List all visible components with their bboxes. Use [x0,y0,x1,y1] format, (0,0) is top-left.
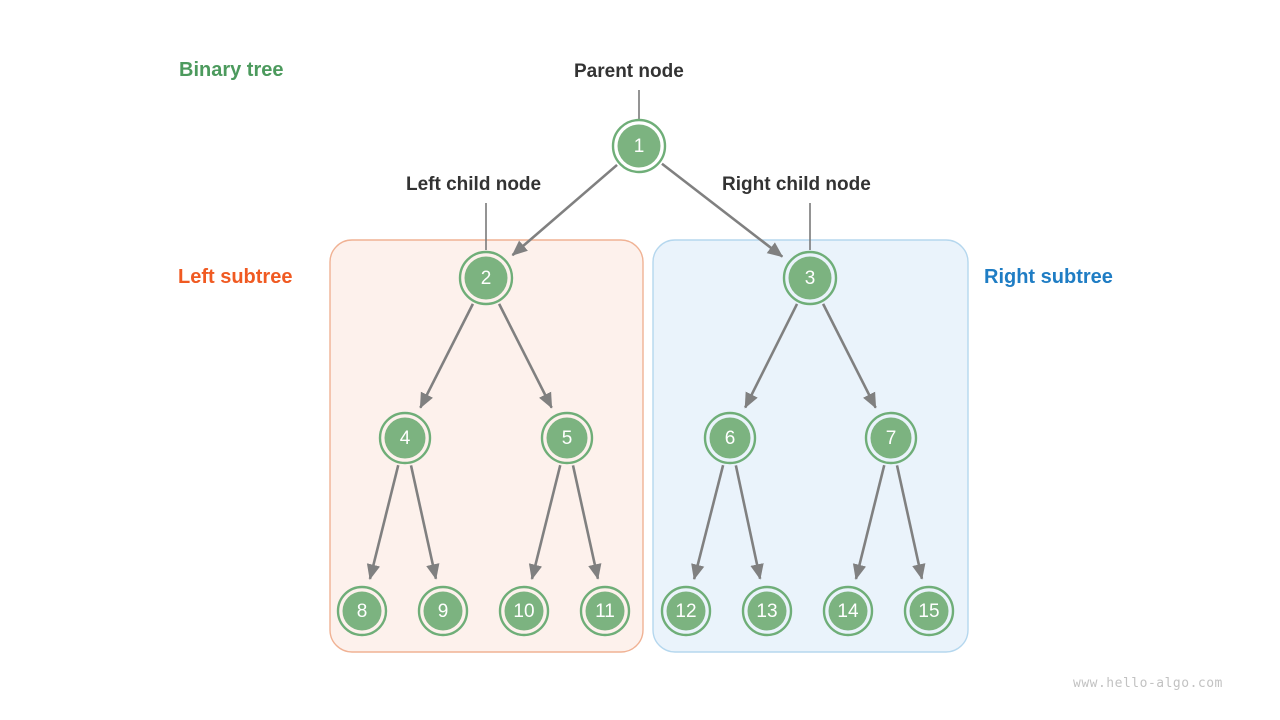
tree-edge-n2-to-n5 [497,303,553,409]
tree-edge-n3-to-n6 [744,303,799,409]
tree-edge-n3-to-n7 [821,303,877,409]
label-parent-node: Parent node [574,61,684,82]
tree-edge-n5-to-n10 [528,464,562,580]
tree-edge-n1-to-n2 [511,163,618,257]
node-outer-ring [822,585,874,637]
node-value-label: 11 [595,601,615,622]
tree-node-14[interactable]: 14 [822,585,874,637]
tree-node-2[interactable]: 2 [458,250,514,306]
watermark: www.hello-algo.com [1073,676,1223,691]
node-outer-ring [579,585,631,637]
tree-node-4[interactable]: 4 [378,411,432,465]
diagram-title: Binary tree [179,59,284,81]
label-right-child-node: Right child node [722,174,871,195]
node-circle [384,417,426,459]
node-circle [828,591,868,631]
node-circle [909,591,949,631]
node-value-label: 12 [675,601,696,622]
tree-edges [366,162,926,581]
label-right-subtree: Right subtree [984,266,1113,288]
node-value-label: 9 [438,601,449,622]
node-circle [747,591,787,631]
node-value-label: 2 [481,268,492,289]
tree-edge-n7-to-n15 [895,465,926,580]
node-value-label: 5 [562,428,573,449]
node-circle [342,591,382,631]
node-outer-ring [540,411,594,465]
tree-node-12[interactable]: 12 [660,585,712,637]
tree-node-6[interactable]: 6 [703,411,757,465]
node-outer-ring [611,118,667,174]
node-value-label: 4 [400,428,411,449]
node-circle [870,417,912,459]
tree-edge-n4-to-n9 [409,465,440,580]
node-circle [546,417,588,459]
tree-edge-n6-to-n12 [691,464,725,581]
tree-node-11[interactable]: 11 [579,585,631,637]
node-outer-ring [498,585,550,637]
node-circle [423,591,463,631]
node-circle [666,591,706,631]
node-outer-ring [660,585,712,637]
tree-edge-n7-to-n14 [852,464,886,580]
tree-edge-n6-to-n13 [734,465,764,580]
node-value-label: 1 [634,136,645,157]
node-value-label: 7 [886,428,897,449]
node-value-label: 8 [357,601,368,622]
label-left-subtree: Left subtree [178,266,293,288]
tree-node-13[interactable]: 13 [741,585,793,637]
node-circle [464,256,508,300]
node-outer-ring [782,250,838,306]
tree-node-7[interactable]: 7 [864,411,918,465]
node-outer-ring [417,585,469,637]
node-circle [617,124,661,168]
node-circle [709,417,751,459]
left-subtree-panel [329,239,644,653]
node-outer-ring [903,585,955,637]
tree-node-3[interactable]: 3 [782,250,838,306]
tree-node-9[interactable]: 9 [417,585,469,637]
node-value-label: 6 [725,428,736,449]
node-outer-ring [864,411,918,465]
label-left-child-node: Left child node [406,174,542,195]
tree-node-5[interactable]: 5 [540,411,594,465]
tree-edge-n5-to-n11 [571,465,602,580]
tree-node-1[interactable]: 1 [611,118,667,174]
node-value-label: 15 [918,601,939,622]
node-circle [504,591,544,631]
node-value-label: 13 [756,601,777,622]
node-value-label: 10 [513,601,534,622]
tree-edge-n4-to-n8 [366,464,400,580]
tree-node-10[interactable]: 10 [498,585,550,637]
node-outer-ring [458,250,514,306]
node-outer-ring [741,585,793,637]
node-circle [788,256,832,300]
node-value-label: 3 [805,268,816,289]
node-outer-ring [378,411,432,465]
node-outer-ring [703,411,757,465]
node-circle [585,591,625,631]
tree-edge-n1-to-n3 [661,162,784,258]
tree-edge-n2-to-n4 [419,303,475,409]
subtree-panels [329,239,969,653]
right-subtree-panel [652,239,969,653]
tree-node-15[interactable]: 15 [903,585,955,637]
annotation-leader-lines [485,90,811,250]
node-outer-ring [336,585,388,637]
node-value-label: 14 [837,601,859,622]
tree-node-8[interactable]: 8 [336,585,388,637]
